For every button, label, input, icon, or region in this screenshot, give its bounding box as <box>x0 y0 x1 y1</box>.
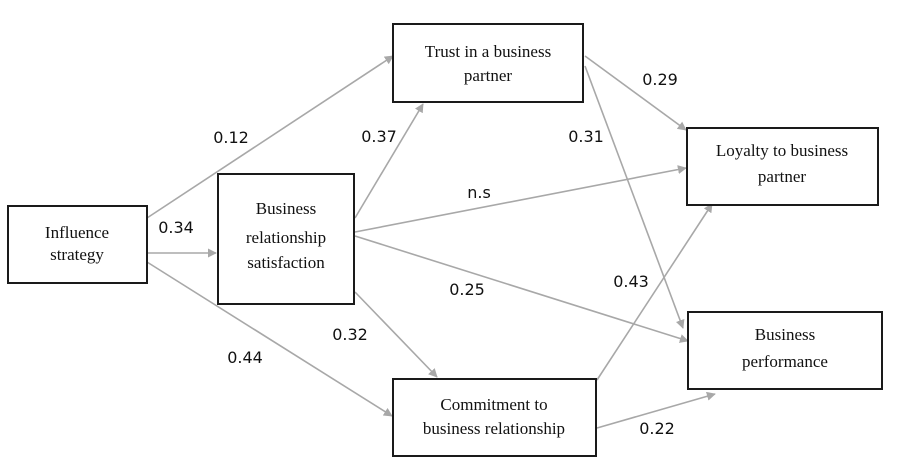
coef-commitment-performance: 0.22 <box>639 419 675 438</box>
node-label-line: Influence <box>45 223 109 242</box>
edge-trust-to-performance <box>584 65 685 329</box>
node-loyalty-to-business-partner: Loyalty to business partner <box>686 127 879 206</box>
edge-satisfaction-to-loyalty <box>354 165 687 233</box>
coef-trust-performance: 0.31 <box>568 127 604 146</box>
node-label-line: strategy <box>50 245 104 264</box>
node-label-line: Trust in a business <box>425 42 551 61</box>
node-commitment-to-business-relationship: Commitment to business relationship <box>392 378 597 457</box>
node-label-line: relationship <box>246 228 326 247</box>
node-business-performance: Business performance <box>687 311 883 390</box>
node-influence-strategy: Influence strategy <box>7 205 148 284</box>
node-label-line: Business <box>256 199 316 218</box>
edge-trust-to-loyalty <box>584 55 687 131</box>
node-label-line: partner <box>758 167 806 186</box>
coef-commitment-loyalty: 0.43 <box>613 272 649 291</box>
coef-influence-satisfaction: 0.34 <box>158 218 194 237</box>
edge-influence-to-trust <box>146 55 394 219</box>
edge-satisfaction-to-trust <box>354 103 424 219</box>
edge-satisfaction-to-commitment <box>354 291 438 378</box>
node-label-line: satisfaction <box>247 253 325 272</box>
node-business-relationship-satisfaction: Business relationship satisfaction <box>217 173 355 305</box>
edge-commitment-to-loyalty <box>596 203 713 381</box>
node-label-line: partner <box>464 66 512 85</box>
coef-satisfaction-trust: 0.37 <box>361 127 397 146</box>
coef-influence-trust: 0.12 <box>213 128 249 147</box>
coef-satisfaction-performance: 0.25 <box>449 280 485 299</box>
coef-influence-commitment: 0.44 <box>227 348 263 367</box>
node-trust-in-business-partner: Trust in a business partner <box>392 23 584 103</box>
node-label-line: performance <box>742 352 828 371</box>
coef-trust-loyalty: 0.29 <box>642 70 678 89</box>
node-label-line: business relationship <box>423 419 565 438</box>
coef-satisfaction-commitment: 0.32 <box>332 325 368 344</box>
node-label-line: Business <box>755 325 815 344</box>
node-label-line: Loyalty to business <box>716 141 848 160</box>
edge-influence-to-commitment <box>146 261 393 417</box>
edge-commitment-to-performance <box>596 391 716 429</box>
coef-satisfaction-loyalty: n.s <box>467 183 491 202</box>
node-label-line: Commitment to <box>440 395 547 414</box>
edge-satisfaction-to-performance <box>354 235 689 343</box>
